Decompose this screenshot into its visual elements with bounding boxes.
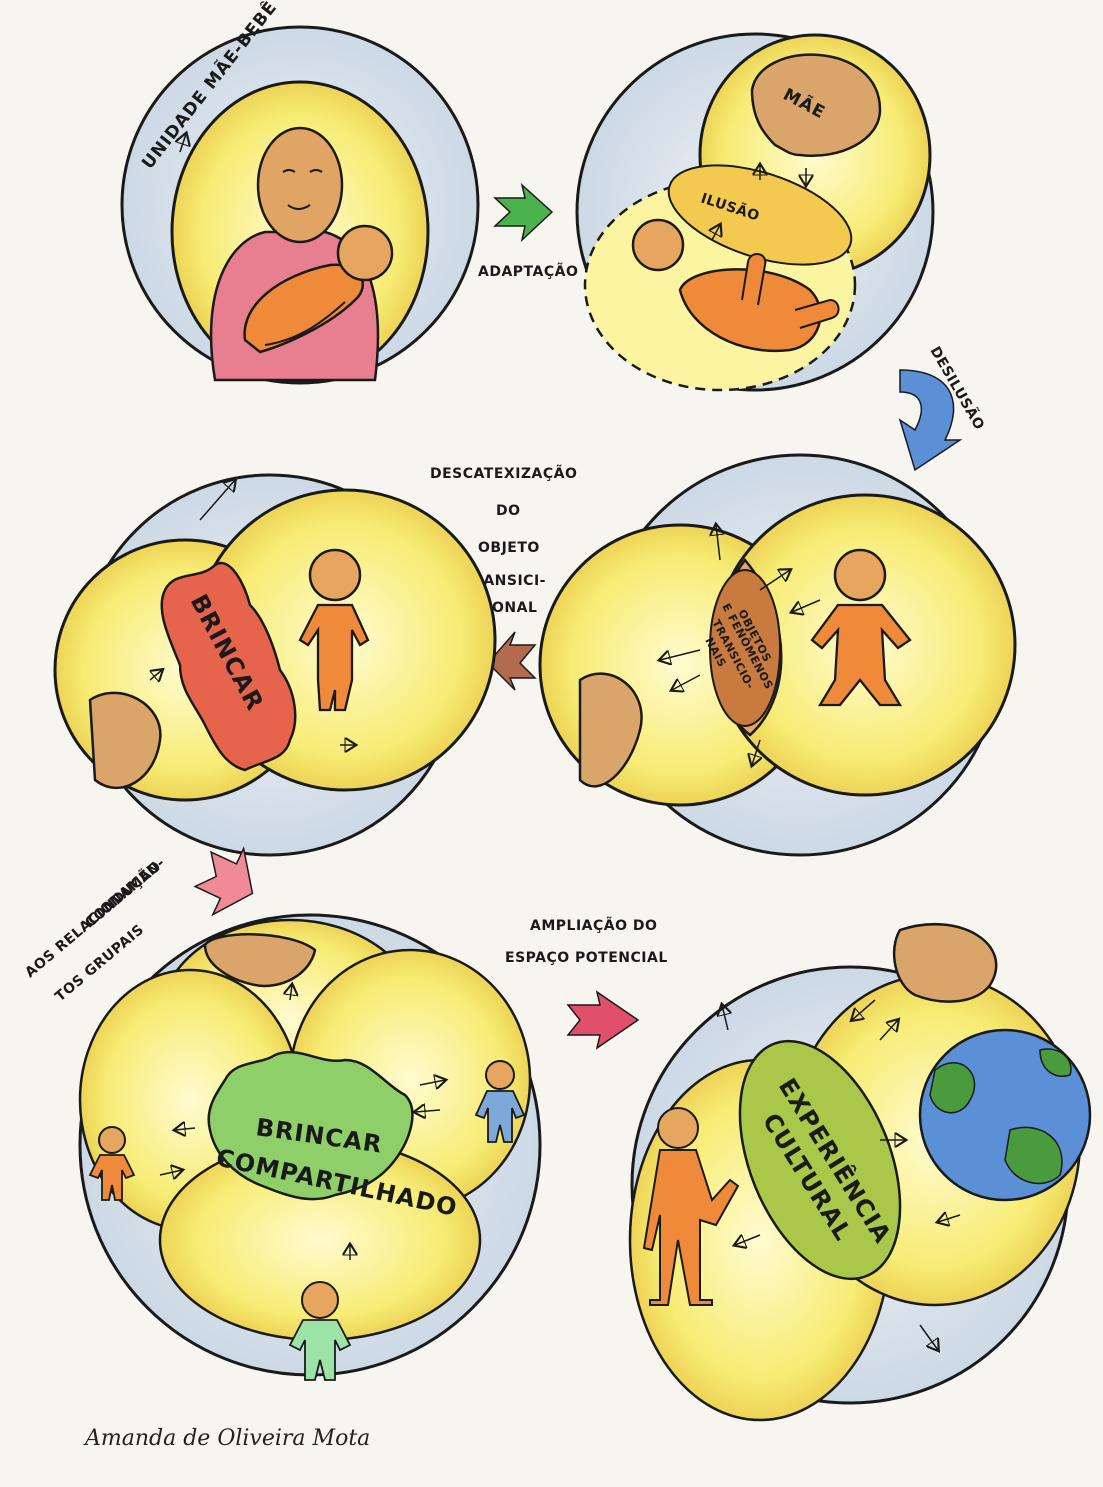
label-descatex-5: ONAL	[492, 600, 537, 616]
arrow-desilusao: DESILUSÃO	[900, 344, 988, 471]
label-adaptacao: ADAPTAÇÃO	[478, 263, 578, 280]
label-descatex-1: DESCATEXIZAÇÃO	[430, 465, 577, 482]
label-descatex-2: DO	[496, 503, 521, 519]
panel-brincar-compartilhado: BRINCAR COMPARTILHADO	[80, 915, 540, 1380]
panel-unidade-mae-bebe: UNIDADE MÃE-BEBÊ	[122, 0, 478, 383]
panel-ilusao: MÃE ILUSÃO	[577, 34, 933, 390]
panel-objetos-transicionais: OBJETOS E FENÔMENOS TRANSICIO- NAIS	[540, 455, 1015, 855]
panel-brincar: BRINCAR	[55, 475, 495, 855]
arrow-adaptacao: ADAPTAÇÃO	[478, 185, 578, 280]
label-block-ampliacao: AMPLIAÇÃO DO ESPAÇO POTENCIAL	[505, 917, 668, 1048]
label-ampliacao-2: ESPAÇO POTENCIAL	[505, 950, 668, 966]
label-ampliacao-1: AMPLIAÇÃO DO	[530, 917, 657, 934]
artist-signature: Amanda de Oliveira Mota	[83, 1426, 370, 1451]
label-descatex-3: OBJETO	[478, 540, 540, 556]
panel-experiencia-cultural: EXPERIÊNCIA CULTURAL	[630, 924, 1090, 1420]
